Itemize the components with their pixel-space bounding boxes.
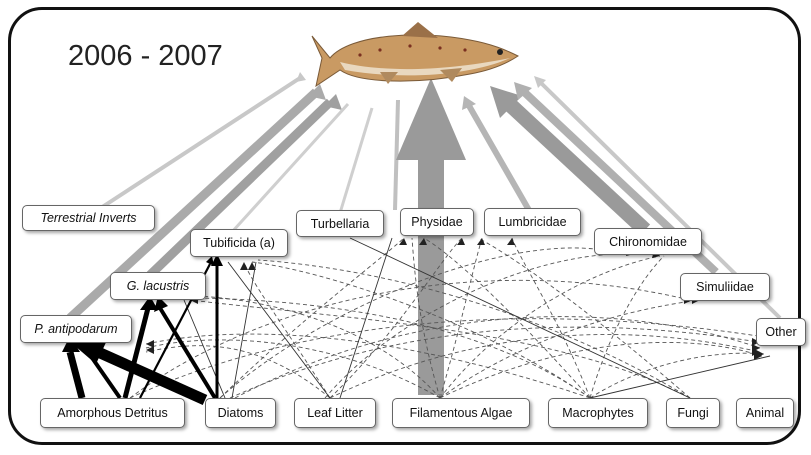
node-other: Other [756,318,806,346]
node-turbellaria: Turbellaria [296,210,384,237]
brown-trout-icon [312,22,518,86]
node-physidae: Physidae [400,208,474,236]
node-diatoms: Diatoms [205,398,276,428]
node-tubificida-a: Tubificida (a) [190,229,288,257]
node-leaf-litter: Leaf Litter [294,398,376,428]
node-simuliidae: Simuliidae [680,273,770,301]
flow-detritus-to-p-antipodarum [70,352,82,398]
node-filamentous-algae: Filamentous Algae [392,398,530,428]
flow-turbellaria-to-trout [340,108,372,213]
flow-filamentous-algae-to-trout [396,78,466,395]
node-amorphous-detritus: Amorphous Detritus [40,398,185,428]
node-macrophytes: Macrophytes [548,398,648,428]
minor-dashed-flows [130,238,764,398]
period-label: 2006 - 2007 [68,40,223,73]
node-lumbricidae: Lumbricidae [484,208,581,236]
node-terrestrial-inverts: Terrestrial Inverts [22,205,155,231]
node-p-antipodarum: P. antipodarum [20,315,132,343]
flow-terrestrial-to-trout [90,78,300,215]
node-fungi: Fungi [666,398,720,428]
node-chironomidae: Chironomidae [594,228,702,255]
flow-physidae-to-trout [395,100,398,210]
node-g-lacustris: G. lacustris [110,272,206,300]
node-animal: Animal [736,398,794,428]
